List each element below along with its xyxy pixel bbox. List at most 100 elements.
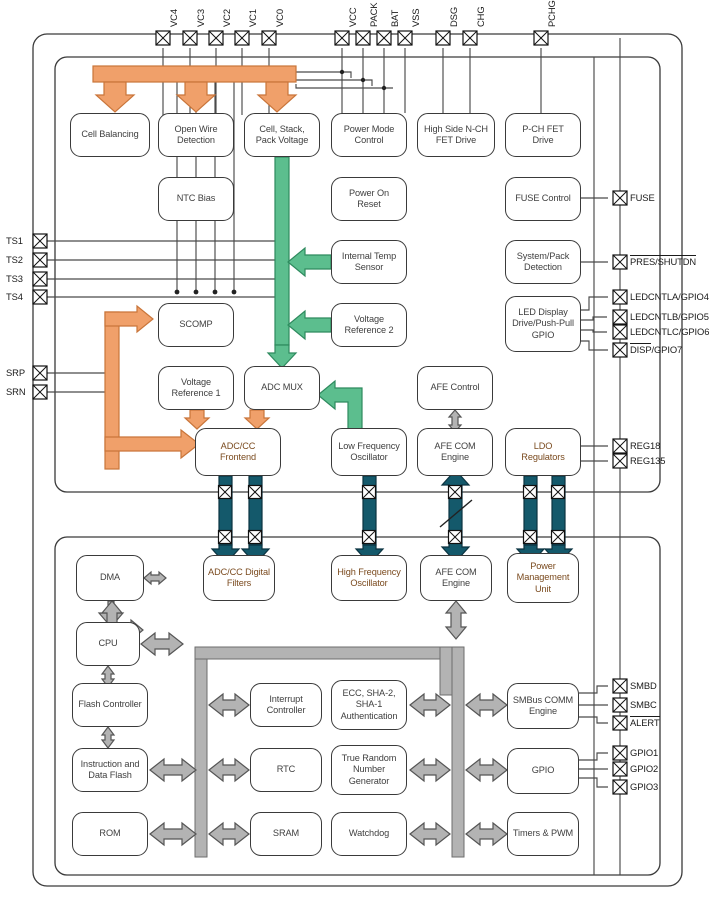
pin-ledcntla-gpio4[interactable] <box>612 289 628 305</box>
pin-label-alert: ALERT <box>630 716 660 728</box>
bus-crossing-pin-3[interactable] <box>447 484 463 500</box>
pin-fuse[interactable] <box>612 190 628 206</box>
block-fuse-control[interactable]: FUSE Control <box>505 177 581 221</box>
pin-vc3[interactable] <box>182 30 198 46</box>
block-rtc[interactable]: RTC <box>250 748 322 792</box>
pin-disp-gpio7[interactable] <box>612 342 628 358</box>
pin-ts4[interactable] <box>32 289 48 305</box>
pin-vcc[interactable] <box>334 30 350 46</box>
block-cell-balancing[interactable]: Cell Balancing <box>70 113 150 157</box>
pin-ts2[interactable] <box>32 252 48 268</box>
pin-label-disp-gpio7: DISP/GPIO7 <box>630 343 683 355</box>
pin-ledcntlc-gpio6[interactable] <box>612 324 628 340</box>
block-adc-mux[interactable]: ADC MUX <box>244 366 320 410</box>
block-scomp[interactable]: SCOMP <box>158 303 234 347</box>
block-gpio[interactable]: GPIO <box>507 748 579 794</box>
block-rom[interactable]: ROM <box>72 812 148 856</box>
pin-smbd[interactable] <box>612 678 628 694</box>
pin-label-pchg: PCHG <box>546 0 557 27</box>
bus-crossing-pin-11[interactable] <box>550 529 566 545</box>
block-ntc-bias[interactable]: NTC Bias <box>158 177 234 221</box>
pin-vc2[interactable] <box>208 30 224 46</box>
afe-section-outline <box>54 56 661 493</box>
pin-vc0[interactable] <box>261 30 277 46</box>
pin-bat[interactable] <box>376 30 392 46</box>
orange-ref-arrows <box>183 409 271 430</box>
pin-vc1[interactable] <box>234 30 250 46</box>
pin-ledcntlb-gpio5[interactable] <box>612 309 628 325</box>
pin-srn[interactable] <box>32 384 48 400</box>
pin-label-bat: BAT <box>389 9 400 27</box>
bus-crossing-pin-6[interactable] <box>217 529 233 545</box>
pin-pres-shutdn[interactable] <box>612 254 628 270</box>
pin-label-reg135: REG135 <box>630 455 666 466</box>
pin-label-vss: VSS <box>410 8 421 27</box>
block-cpu[interactable]: CPU <box>76 622 140 666</box>
pin-gpio1[interactable] <box>612 745 628 761</box>
pin-label-ts4: TS4 <box>6 291 23 302</box>
pin-alert[interactable] <box>612 715 628 731</box>
block-cell-stack-pack[interactable]: Cell, Stack,Pack Voltage <box>244 113 320 157</box>
bus-crossing-pin-5[interactable] <box>550 484 566 500</box>
bus-crossing-pin-8[interactable] <box>361 529 377 545</box>
pin-label-pres-shutdn: PRES/SHUTDN <box>630 255 697 267</box>
pin-chg[interactable] <box>462 30 478 46</box>
block-sram[interactable]: SRAM <box>250 812 322 856</box>
bus-crossing-pin-7[interactable] <box>247 529 263 545</box>
block-watchdog[interactable]: Watchdog <box>331 812 407 856</box>
block-timers-pwm[interactable]: Timers & PWM <box>507 812 579 856</box>
bus-crossing-pin-0[interactable] <box>217 484 233 500</box>
pin-ts1[interactable] <box>32 233 48 249</box>
bus-crossing-pin-2[interactable] <box>361 484 377 500</box>
pin-ts3[interactable] <box>32 271 48 287</box>
pin-reg18[interactable] <box>612 438 628 454</box>
bus-crossing-pin-1[interactable] <box>247 484 263 500</box>
pin-reg135[interactable] <box>612 453 628 469</box>
pin-gpio3[interactable] <box>612 779 628 795</box>
block-afe-control[interactable]: AFE Control <box>417 366 493 410</box>
bus-crossing-pin-4[interactable] <box>522 484 538 500</box>
pin-smbc[interactable] <box>612 697 628 713</box>
pin-gpio2[interactable] <box>612 761 628 777</box>
pin-srp[interactable] <box>32 365 48 381</box>
pin-vc4[interactable] <box>155 30 171 46</box>
pin-pack[interactable] <box>355 30 371 46</box>
block-flash-controller[interactable]: Flash Controller <box>72 683 148 727</box>
bus-crossing-pin-9[interactable] <box>447 529 463 545</box>
pin-label-ledcntlb-gpio5: LEDCNTLB/GPIO5 <box>630 311 709 322</box>
block-dma[interactable]: DMA <box>76 555 144 601</box>
pin-label-vcc: VCC <box>347 7 358 28</box>
bus-crossing-pin-10[interactable] <box>522 529 538 545</box>
pin-vss[interactable] <box>397 30 413 46</box>
pin-pchg[interactable] <box>533 30 549 46</box>
pin-label-vc3: VC3 <box>195 9 206 27</box>
pin-dsg[interactable] <box>435 30 451 46</box>
block-ntc-bias-label: NTC Bias <box>176 193 216 204</box>
